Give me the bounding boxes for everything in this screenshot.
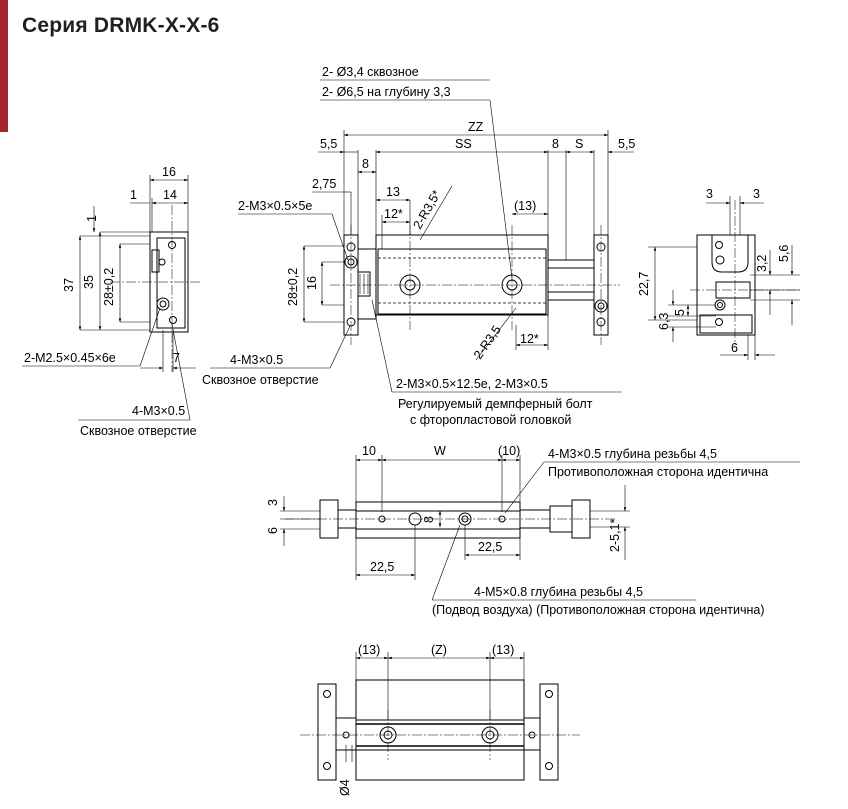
front-view [210, 79, 634, 393]
dim-side-1b: 1 [85, 215, 99, 222]
dim-bottom-10: 10 [362, 444, 376, 458]
dim-front-16: 16 [305, 276, 319, 290]
radius-label-bottom: 2-R3,5 [471, 323, 504, 362]
dim-front-ss: SS [455, 137, 472, 151]
dim-bottom-w: W [434, 444, 446, 458]
side-view-right [648, 196, 800, 360]
note-bottom-tap-1: 4-M3×0.5 глубина резьбы 4,5 [548, 447, 717, 461]
dim-front-275: 2,75 [312, 177, 336, 191]
note-front-through-1: 4-M3×0.5 [230, 353, 283, 367]
dim-front-55-left: 5,5 [320, 137, 337, 151]
dim-side-35: 35 [82, 275, 96, 289]
note-bottom-port-1: 4-M5×0.8 глубина резьбы 4,5 [474, 585, 643, 599]
dim-bottom-225-left: 22,5 [370, 560, 394, 574]
dim-side-37: 37 [62, 278, 76, 292]
dim-right-5: 5 [673, 309, 687, 316]
dim-top-13-right: (13) [492, 643, 514, 657]
dim-front-28: 28±0,2 [286, 268, 300, 306]
note-bolt-3: с фторопластовой головкой [410, 413, 571, 427]
dim-bottom-6: 6 [266, 527, 280, 534]
dim-side-1a: 1 [130, 188, 137, 202]
accent-bar [0, 0, 8, 132]
dim-front-55-right: 5,5 [618, 137, 635, 151]
note-hole-2: 2- Ø6,5 на глубину 3,3 [322, 85, 451, 99]
dim-front-zz: ZZ [468, 120, 484, 134]
dim-front-13-paren: (13) [514, 199, 536, 213]
note-bottom-port-2: (Подвод воздуха) (Противоположная сторон… [432, 603, 765, 617]
note-bottom-tap-2: Противоположная сторона идентична [548, 465, 768, 479]
side-view-left [22, 175, 200, 421]
dim-front-12a: 12* [384, 207, 403, 221]
dim-front-8-right: 8 [552, 137, 559, 151]
dim-bottom-225-right: 22,5 [478, 540, 502, 554]
note-side-m3: 4-M3×0.5 [132, 404, 185, 418]
dim-side-14: 14 [163, 188, 177, 202]
dim-top-13-left: (13) [358, 643, 380, 657]
dim-right-3b: 3 [753, 187, 760, 201]
dim-right-6: 6 [731, 341, 738, 355]
dim-top-d4: Ø4 [338, 779, 352, 796]
dim-bottom-3: 3 [266, 499, 280, 506]
note-hole-1: 2- Ø3,4 сквозное [322, 65, 419, 79]
dim-front-13: 13 [386, 185, 400, 199]
note-bolt-2: Регулируемый демпферный болт [398, 397, 593, 411]
dim-bottom-8: 8 [422, 516, 436, 523]
page-title: Серия DRMK-X-X-6 [22, 14, 220, 37]
dim-top-z: (Z) [431, 643, 447, 657]
dim-right-63: 6,3 [657, 313, 671, 330]
top-view [300, 652, 580, 781]
dim-side-16: 16 [162, 165, 176, 179]
dim-right-227: 22,7 [637, 272, 651, 296]
radius-label-top: 2-R3,5* [410, 188, 443, 232]
dim-front-8-left: 8 [362, 157, 369, 171]
dim-right-32: 3,2 [755, 255, 769, 272]
dim-side-28: 28±0,2 [102, 268, 116, 306]
dim-bottom-51: 2-5,1* [608, 519, 622, 552]
dim-right-3a: 3 [706, 187, 713, 201]
dim-right-56: 5,6 [777, 245, 791, 262]
note-front-through-2: Сквозное отверстие [202, 373, 319, 387]
dim-front-12b: 12* [520, 332, 539, 346]
dim-front-s: S [575, 137, 583, 151]
note-side-through: Сквозное отверстие [80, 424, 197, 438]
note-bolt-1: 2-M3×0.5×12.5e, 2-M3×0.5 [396, 377, 548, 391]
dimension-labels: 16 14 1 1 37 35 28±0,2 7 2-M2.5×0.45×6e … [24, 65, 791, 796]
note-m25: 2-M2.5×0.45×6e [24, 351, 116, 365]
dim-bottom-10-paren: (10) [498, 444, 520, 458]
note-front-tap: 2-M3×0.5×5e [238, 199, 312, 213]
dim-side-7: 7 [173, 351, 180, 365]
bottom-view [280, 455, 800, 601]
